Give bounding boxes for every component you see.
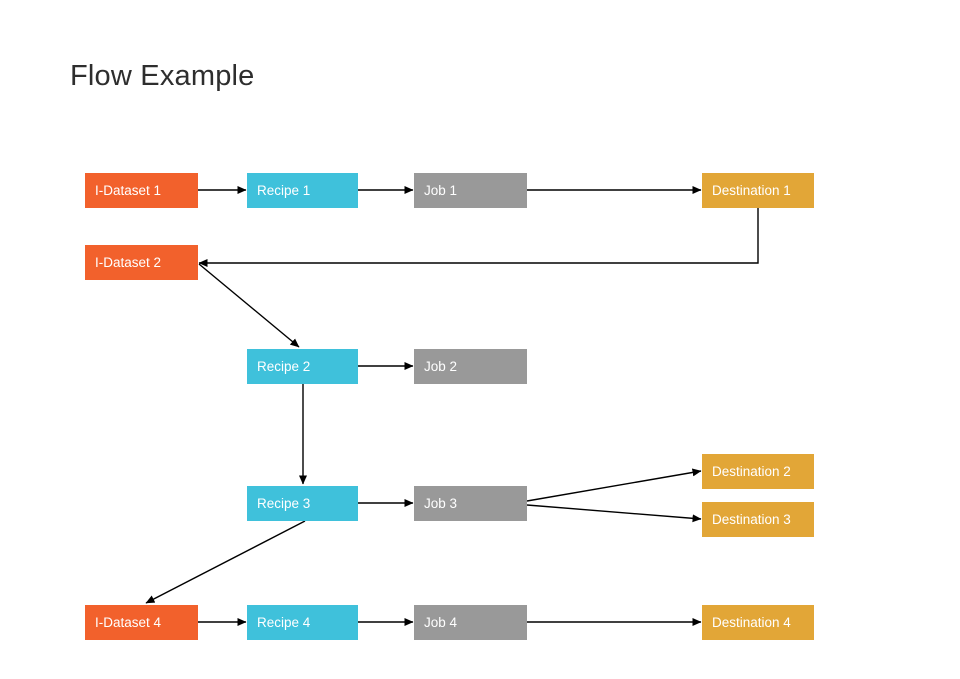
node-destination-2[interactable]: Destination 2 [702,454,814,489]
edge-dataset2-recipe2 [198,263,300,348]
node-recipe-4[interactable]: Recipe 4 [247,605,358,640]
page-title: Flow Example [70,60,255,92]
node-job-4[interactable]: Job 4 [414,605,527,640]
node-job-1[interactable]: Job 1 [414,173,527,208]
edge-destination1-dataset2 [198,208,759,267]
node-i-dataset-4[interactable]: I-Dataset 4 [85,605,198,640]
node-job-2[interactable]: Job 2 [414,349,527,384]
node-recipe-2[interactable]: Recipe 2 [247,349,358,384]
node-destination-3[interactable]: Destination 3 [702,502,814,537]
edge-recipe3-dataset4 [145,520,306,604]
edge-job3-destination2 [526,468,702,502]
node-recipe-3[interactable]: Recipe 3 [247,486,358,521]
node-destination-4[interactable]: Destination 4 [702,605,814,640]
node-job-3[interactable]: Job 3 [414,486,527,521]
node-recipe-1[interactable]: Recipe 1 [247,173,358,208]
node-i-dataset-2[interactable]: I-Dataset 2 [85,245,198,280]
node-destination-1[interactable]: Destination 1 [702,173,814,208]
edge-job3-destination3 [526,504,702,523]
node-i-dataset-1[interactable]: I-Dataset 1 [85,173,198,208]
